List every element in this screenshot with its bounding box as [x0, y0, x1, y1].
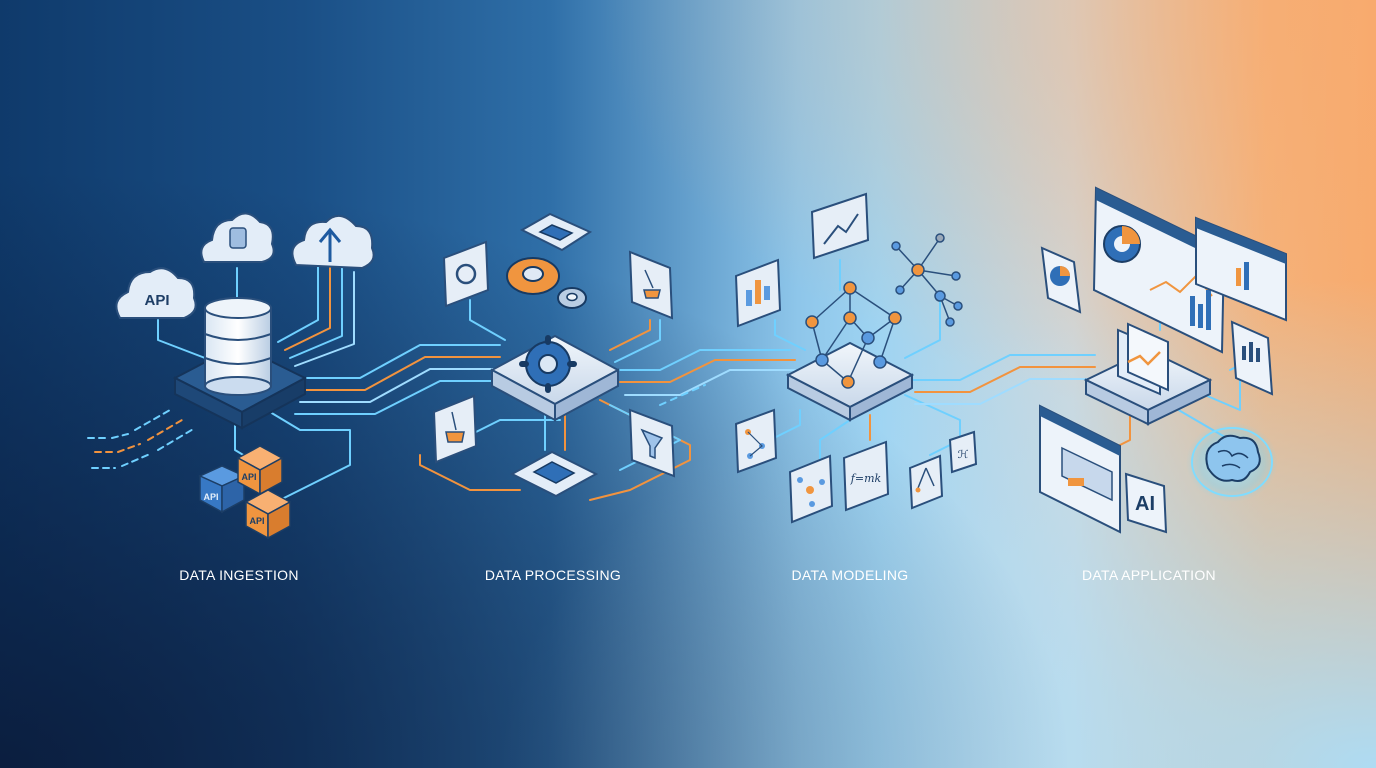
- small-gear-icon: [557, 287, 587, 309]
- svg-text:ℋ: ℋ: [958, 448, 969, 461]
- network-tile-icon-1: [734, 408, 778, 474]
- api-box-orange-bottom-label: API: [249, 516, 264, 526]
- symbol-tile-icon: ℋ: [948, 430, 978, 474]
- stage-label-modeling: DATA MODELING: [791, 567, 909, 583]
- folder-icon: [1117, 322, 1169, 396]
- gear-icon: [519, 335, 577, 393]
- brain-icon: [1186, 422, 1278, 502]
- api-box-orange-top: API: [236, 445, 284, 496]
- cleaning-tile-icon: [432, 394, 478, 464]
- stage-label-application: DATA APPLICATION: [1082, 567, 1216, 583]
- graph-network-icon: [891, 233, 963, 327]
- neural-network-icon: [805, 281, 902, 389]
- database-cloud-icon: [200, 212, 275, 263]
- upload-cloud-icon: [291, 215, 375, 270]
- stage-label-processing: DATA PROCESSING: [484, 567, 622, 583]
- formula-tile-icon: f=mk: [842, 440, 890, 512]
- api-cloud-icon: API: [115, 267, 197, 319]
- settings-tile-icon: [442, 240, 490, 308]
- dashboard-window-right: [1195, 216, 1287, 322]
- network-tile-icon-2: [788, 454, 834, 524]
- api-box-blue: API: [198, 465, 246, 514]
- web-page-window-icon: [1039, 404, 1121, 534]
- bar-chart-doc-icon: [1230, 320, 1274, 396]
- line-chart-tile-icon: [810, 192, 870, 260]
- stage-label-ingestion: DATA INGESTION: [179, 567, 299, 583]
- ai-tile-label: AI: [1135, 493, 1155, 515]
- api-box-orange-bottom: API: [244, 489, 292, 540]
- chip-icon-bottom: [509, 450, 599, 498]
- orange-gear-icon: [506, 257, 560, 295]
- api-box-blue-label: API: [203, 492, 218, 502]
- bar-chart-tile-icon: [734, 258, 782, 328]
- ai-tile-icon: AI: [1124, 472, 1168, 534]
- broom-tile-icon: [628, 250, 674, 320]
- api-box-orange-top-label: API: [241, 472, 256, 482]
- formula-label: f=mk: [850, 472, 882, 485]
- database-icon: [204, 297, 272, 396]
- api-cloud-label: API: [144, 292, 169, 309]
- chip-icon-top: [519, 212, 593, 252]
- tree-tile-icon: [908, 454, 944, 510]
- filter-tile-icon: [628, 408, 676, 478]
- pie-chart-doc-icon: [1040, 246, 1082, 314]
